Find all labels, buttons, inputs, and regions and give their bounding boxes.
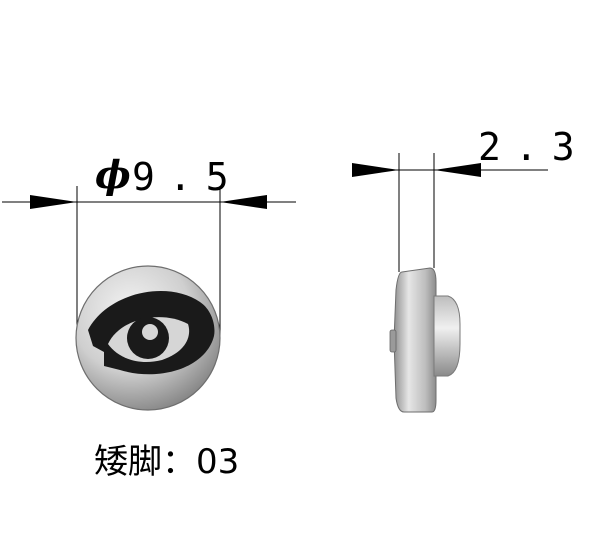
diameter-symbol: ϕ [95,152,131,197]
side-detail [389,329,397,353]
thickness-value: 2.3 [478,125,589,169]
side-arrowhead-right [434,163,481,177]
eye-icon [88,291,215,375]
side-arrowhead-left [352,163,399,177]
side-view: 2.3 [352,125,589,413]
side-knob [433,295,461,377]
side-body [393,267,437,413]
caption-label: 矮脚：03 [94,442,239,482]
arrowhead-right [220,195,267,209]
front-view: ϕ 9.5 [2,152,296,411]
diameter-value: 9.5 [132,155,243,199]
arrowhead-left [30,195,77,209]
